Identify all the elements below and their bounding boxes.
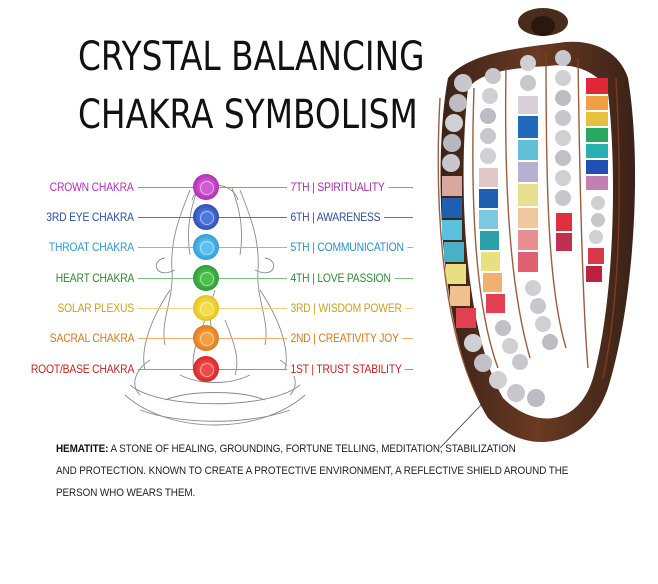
throat-chakra-label: THROAT CHAKRA bbox=[47, 240, 134, 254]
throat-chakra-symbol-icon bbox=[193, 234, 219, 260]
hematite-label: HEMATITE: bbox=[56, 443, 109, 455]
sacral-line bbox=[138, 338, 413, 339]
sacral-chakra-symbol-icon bbox=[193, 325, 219, 351]
hematite-line-3: PERSON WHO WEARS THEM. bbox=[56, 487, 196, 499]
solar-plexus-meaning-label: 3RD | WISDOM POWER bbox=[287, 301, 406, 315]
sacral-chakra-label: SACRAL CHAKRA bbox=[47, 331, 134, 345]
strand-2 bbox=[479, 68, 528, 370]
third-eye-chakra-symbol-icon bbox=[193, 204, 219, 230]
root-chakra-label: ROOT/BASE CHAKRA bbox=[28, 362, 134, 376]
solar-plexus-line bbox=[138, 308, 413, 309]
root-line bbox=[138, 369, 413, 370]
crown-meaning-label: 7TH | SPIRITUALITY bbox=[287, 180, 389, 194]
strand-3 bbox=[518, 55, 558, 350]
chakra-wrap-bracelet-image bbox=[437, 8, 636, 443]
crown-chakra-symbol-icon bbox=[193, 174, 219, 200]
throat-line bbox=[138, 247, 413, 248]
third-eye-chakra-label: 3RD EYE CHAKRA bbox=[44, 210, 134, 224]
crown-chakra-label: CROWN CHAKRA bbox=[48, 180, 134, 194]
strand-5 bbox=[586, 78, 608, 282]
hematite-line-2: AND PROTECTION. KNOWN TO CREATE A PROTEC… bbox=[56, 465, 569, 477]
heart-meaning-label: 4TH | LOVE PASSION bbox=[287, 271, 395, 285]
third-eye-meaning-label: 6TH | AWARENESS bbox=[287, 210, 384, 224]
page-title: CRYSTAL BALANCING CHAKRA SYMBOLISM bbox=[78, 28, 425, 144]
sacral-meaning-label: 2ND | CREATIVITY JOY bbox=[287, 331, 403, 345]
hematite-line-1: HEMATITE: A STONE OF HEALING, GROUNDING,… bbox=[56, 443, 516, 455]
heart-chakra-symbol-icon bbox=[193, 265, 219, 291]
solar-plexus-label: SOLAR PLEXUS bbox=[55, 301, 134, 315]
heart-line bbox=[138, 278, 413, 279]
title-line-1: CRYSTAL BALANCING bbox=[78, 34, 425, 80]
hematite-description: HEMATITE: A STONE OF HEALING, GROUNDING,… bbox=[56, 438, 569, 504]
strand-4 bbox=[555, 50, 572, 251]
root-meaning-label: 1ST | TRUST STABILITY bbox=[287, 362, 406, 376]
heart-chakra-label: HEART CHAKRA bbox=[53, 271, 134, 285]
title-line-2: CHAKRA SYMBOLISM bbox=[78, 92, 418, 138]
solar-plexus-symbol-icon bbox=[193, 295, 219, 321]
throat-meaning-label: 5TH | COMMUNICATION bbox=[287, 240, 408, 254]
strand-1 bbox=[442, 74, 545, 407]
third-eye-line bbox=[138, 217, 413, 218]
root-chakra-symbol-icon bbox=[193, 356, 219, 382]
hematite-pointer-line bbox=[440, 403, 483, 449]
crown-line bbox=[138, 187, 413, 188]
